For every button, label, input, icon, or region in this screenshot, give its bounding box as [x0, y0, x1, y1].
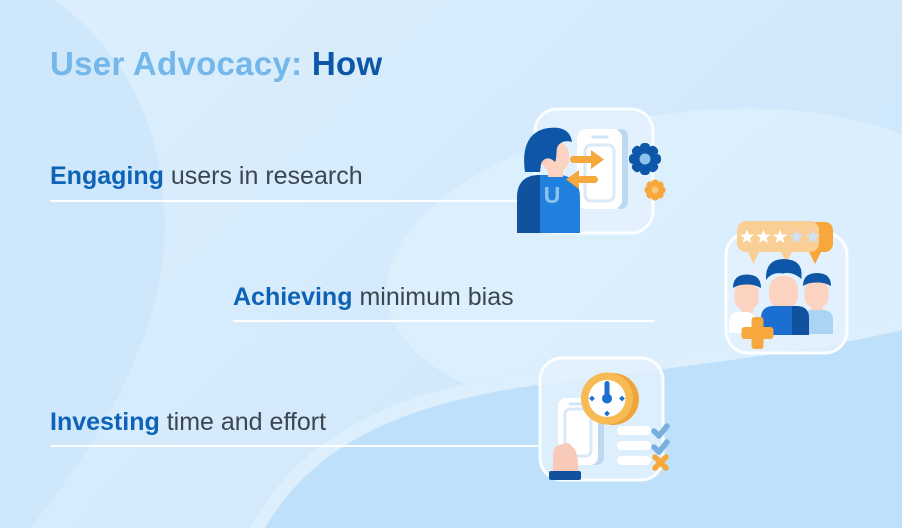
gear-small-icon: [644, 179, 666, 201]
star-icon: [789, 229, 804, 244]
gear-icon: [629, 143, 661, 175]
item-rest: users in research: [170, 162, 363, 190]
time-checklist-illustration: [538, 356, 670, 482]
user-center-icon: [761, 259, 809, 335]
item-lead: Engaging: [50, 162, 164, 190]
item-row-investing: Investing time and effort: [50, 406, 326, 438]
item-underline: [50, 200, 518, 202]
item-rest: time and effort: [166, 408, 327, 436]
title-emphasis: How: [311, 45, 383, 82]
hand-icon: [549, 443, 581, 480]
star-rating-icons: [739, 229, 821, 244]
title-prefix: User Advocacy:: [50, 45, 303, 82]
item-row-achieving: Achieving minimum bias: [233, 281, 514, 313]
item-underline: [233, 320, 655, 322]
star-icon: [772, 229, 788, 244]
check-icon: [651, 423, 670, 439]
item-lead: Investing: [50, 408, 160, 436]
item-rest: minimum bias: [359, 283, 514, 311]
exchange-arrows-icon: [566, 150, 604, 189]
shirt-letter: U: [544, 182, 561, 208]
user-left-icon: [729, 274, 761, 333]
page-title: User Advocacy: How: [50, 44, 382, 84]
rating-banner-icon: [737, 221, 833, 264]
background-left-blob: [0, 0, 165, 528]
add-user-plus-icon: [741, 317, 774, 349]
star-icon: [739, 229, 755, 244]
check-icon: [651, 439, 670, 455]
cross-icon: [652, 454, 669, 471]
sleeve-cuff: [549, 471, 581, 480]
star-icon: [805, 229, 821, 244]
user-right-icon: [802, 273, 833, 334]
user-icon: U: [517, 127, 580, 233]
item-lead: Achieving: [233, 283, 353, 311]
hair-icon: [524, 127, 572, 172]
item-underline: [50, 445, 538, 447]
user-group-icon: [729, 259, 833, 335]
checklist-icon: [617, 423, 670, 471]
item-row-engaging: Engaging users in research: [50, 160, 363, 192]
star-icon: [756, 229, 771, 244]
group-rating-illustration: [724, 221, 849, 355]
user-research-illustration: U: [517, 107, 666, 235]
clock-icon: [581, 372, 639, 425]
phone-icon: [577, 129, 628, 209]
